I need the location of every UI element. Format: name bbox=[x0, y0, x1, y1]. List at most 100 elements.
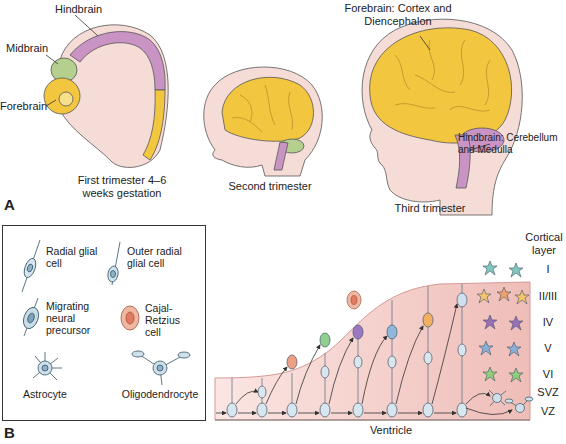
migrating-cells bbox=[320, 333, 330, 347]
fetal-head-second-trimester bbox=[222, 77, 314, 141]
fetal-head-third-trimester bbox=[362, 19, 522, 215]
vz-arrows bbox=[329, 338, 353, 404]
layer-neurons bbox=[483, 261, 497, 275]
legend-label: Outer radial glial cell bbox=[127, 245, 185, 269]
layer-label: VI bbox=[530, 368, 566, 381]
part-label: Forebrain bbox=[0, 100, 60, 113]
layer-neurons bbox=[483, 315, 497, 329]
vz-arrows bbox=[466, 393, 490, 404]
embryo-first-trimester bbox=[44, 15, 168, 167]
migrating-cells bbox=[351, 296, 357, 305]
vz-cells bbox=[320, 403, 330, 417]
fetal-head-third-trimester bbox=[420, 36, 430, 50]
radial-fibers bbox=[392, 300, 393, 404]
migrating-cells bbox=[321, 366, 329, 378]
migrating-cells bbox=[423, 313, 433, 327]
vz-arrows bbox=[238, 413, 256, 414]
vz-arrows bbox=[364, 413, 386, 414]
vz-cells bbox=[227, 403, 467, 417]
layer-neurons bbox=[479, 341, 493, 355]
layer-label: VZ bbox=[530, 405, 566, 418]
cell-icons bbox=[26, 312, 35, 323]
radial-fibers bbox=[428, 286, 429, 404]
migrating-cells bbox=[287, 355, 297, 369]
vz-arrows bbox=[432, 304, 457, 404]
region-label: Ventricle bbox=[346, 424, 436, 437]
vz-arrows bbox=[296, 345, 320, 404]
glial-cells bbox=[493, 394, 502, 403]
layer-label: IV bbox=[530, 316, 566, 329]
part-label: Hindbrain bbox=[55, 3, 125, 16]
migrating-cells bbox=[347, 291, 361, 309]
stage-label: Second trimester bbox=[210, 180, 330, 193]
axis-title: Cortical layer bbox=[522, 231, 566, 256]
layer-neurons bbox=[497, 287, 511, 301]
vz-cells bbox=[387, 403, 397, 417]
vz-cells bbox=[287, 403, 297, 417]
part-label: Hindbrain: Cerebellum and Medulla bbox=[458, 132, 566, 155]
panel-letter: B bbox=[4, 424, 24, 441]
migrating-cells bbox=[354, 356, 362, 368]
radial-fibers bbox=[232, 284, 462, 404]
stage-label: First trimester 4–6 weeks gestation bbox=[66, 174, 178, 199]
layer-label: I bbox=[530, 263, 566, 276]
cortex-region bbox=[215, 420, 530, 421]
vz-arrows bbox=[434, 413, 456, 414]
layer-label: II/III bbox=[530, 290, 566, 303]
layer-neurons bbox=[509, 263, 523, 277]
vz-arrows bbox=[216, 304, 512, 415]
migrating-cells bbox=[424, 352, 432, 364]
cell-icons bbox=[38, 361, 52, 375]
embryo-first-trimester bbox=[75, 15, 98, 36]
fetal-head-second-trimester bbox=[204, 67, 323, 176]
embryo-first-trimester bbox=[44, 78, 80, 114]
cell-icons bbox=[42, 365, 48, 371]
legend-label: Oligodendrocyte bbox=[115, 388, 205, 400]
cell-icons bbox=[178, 352, 190, 358]
cell-icons bbox=[21, 305, 42, 330]
cortex-region bbox=[215, 282, 530, 420]
vz-arrows bbox=[396, 326, 423, 404]
glial-cells bbox=[505, 399, 513, 403]
vz-arrows bbox=[236, 391, 258, 404]
embryo-first-trimester bbox=[46, 55, 58, 64]
vz-arrows bbox=[216, 413, 226, 414]
cell-icons bbox=[132, 351, 144, 357]
part-label: Midbrain bbox=[6, 42, 66, 55]
glial-cells bbox=[489, 390, 506, 406]
layer-label: SVZ bbox=[530, 386, 566, 399]
embryo-first-trimester bbox=[143, 90, 165, 160]
cell-icons bbox=[22, 240, 40, 292]
glial-cells bbox=[525, 397, 533, 401]
cell-icons bbox=[26, 263, 33, 272]
migrating-cells bbox=[387, 325, 397, 339]
fetal-head-second-trimester bbox=[232, 85, 293, 132]
cell-icons bbox=[140, 355, 182, 385]
cell-icons bbox=[157, 365, 163, 371]
migrating-cells bbox=[457, 293, 467, 307]
layer-neurons bbox=[507, 342, 521, 356]
embryo-first-trimester bbox=[59, 92, 73, 106]
layer-neurons bbox=[515, 290, 529, 304]
migrating-cells bbox=[388, 356, 396, 368]
panel-letter: A bbox=[4, 196, 24, 213]
vz-cells bbox=[227, 403, 237, 417]
fetal-head-third-trimester bbox=[370, 28, 512, 143]
vz-arrows bbox=[298, 413, 319, 414]
radial-fibers bbox=[292, 373, 293, 404]
cell-icons bbox=[111, 271, 116, 278]
radial-fibers bbox=[325, 353, 326, 404]
layer-neurons bbox=[483, 367, 497, 381]
glial-cells bbox=[489, 390, 533, 413]
layer-neurons bbox=[509, 316, 523, 330]
vz-arrows bbox=[268, 413, 286, 414]
vz-cells bbox=[257, 403, 267, 417]
fetal-head-third-trimester bbox=[362, 19, 522, 215]
vz-arrows bbox=[362, 336, 387, 404]
legend-label: Cajal-Retzius cell bbox=[145, 302, 197, 338]
vz-arrows bbox=[398, 413, 422, 414]
cell-icons bbox=[126, 312, 134, 324]
layer-neurons bbox=[509, 368, 523, 382]
stage-label: Third trimester bbox=[372, 202, 488, 215]
